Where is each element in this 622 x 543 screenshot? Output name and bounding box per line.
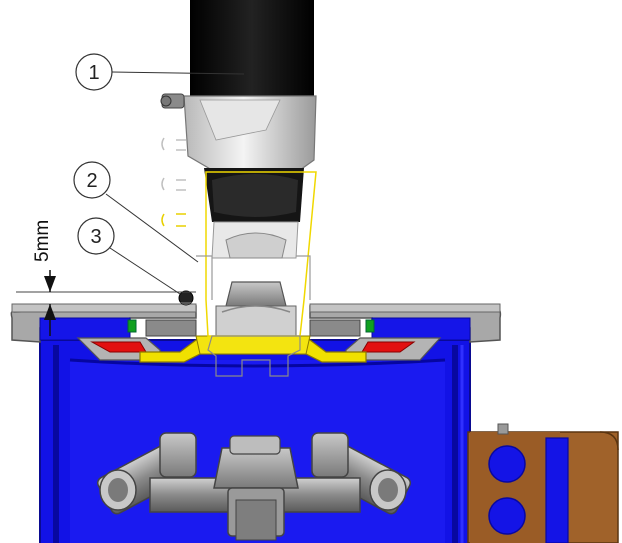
callout-2-label: 2 [86,170,97,192]
manifold [96,432,412,541]
callout-1: 1 [75,53,245,91]
callout-3: 3 [77,217,181,295]
yellow-collar [139,335,367,363]
junction-box [467,423,619,543]
black-tube [190,0,314,100]
dimension-5mm: 5mm [16,220,196,336]
dimension-label: 5mm [32,220,53,262]
flange-plate [10,303,502,343]
callout-3-label: 3 [90,226,101,248]
upper-assembly [160,0,317,377]
clamp-ring [76,319,442,361]
callout-1-label: 1 [88,62,99,84]
callout-2: 2 [73,161,199,263]
